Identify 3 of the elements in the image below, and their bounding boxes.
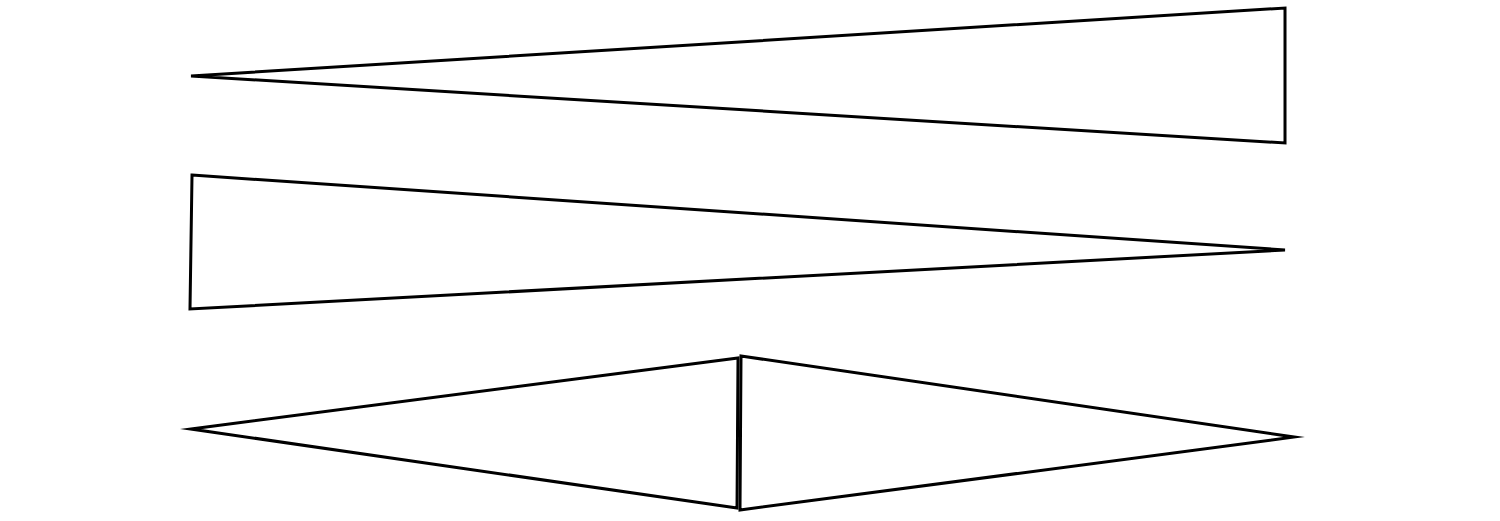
triangle (189, 6, 1287, 145)
triangle (188, 173, 1287, 311)
triangle (738, 354, 1305, 512)
